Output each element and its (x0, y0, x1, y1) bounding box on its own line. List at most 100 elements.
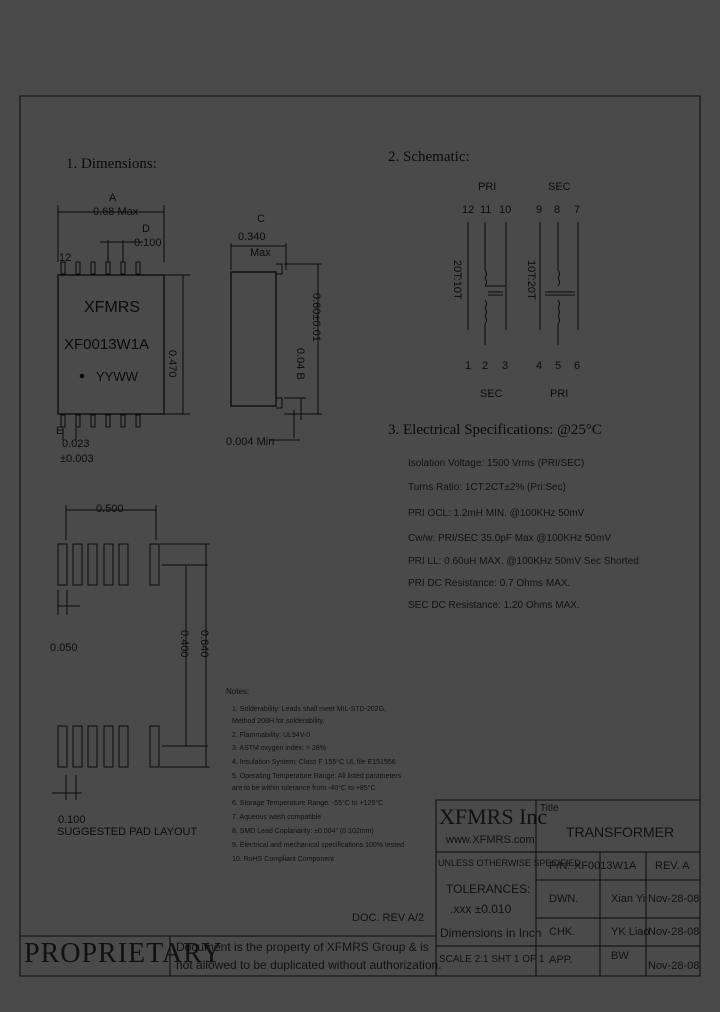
body-marking-3: YYWW (96, 369, 138, 384)
pin-12-label: 12 (59, 252, 72, 264)
chk-label: CHK. (549, 926, 576, 938)
dwn-date: Nov-28-08 (648, 893, 700, 905)
pri-top-label: PRI (478, 181, 497, 193)
pin1-dot (79, 373, 85, 379)
scale-sheet: SCALE 2:1 SHT 1 OF 1 (439, 954, 545, 965)
pin-top-11: 11 (480, 204, 492, 216)
dwn-label: DWN. (549, 893, 579, 905)
pin-top-12: 12 (462, 204, 475, 216)
drawing-frame (19, 95, 701, 977)
dim-e: 0.023 (62, 438, 90, 450)
spec-turns-ratio: Turns Ratio: 1CT:2CT±2% (Pri:Sec) (408, 482, 566, 493)
top-pins (60, 261, 141, 275)
notes-heading: Notes: (226, 687, 250, 696)
doc-rev: DOC. REV A/2 (352, 912, 425, 924)
company-website: www.XFMRS.com (446, 834, 535, 846)
pad-pitch: 0.100 (58, 814, 86, 826)
unless-specified: UNLESS OTHERWISE SPECIFIED (438, 858, 581, 868)
note-9: 9. Electrical and mechanical specificati… (232, 842, 404, 849)
pri-bottom-label: PRI (550, 388, 569, 400)
body-marking-1: XFMRS (84, 299, 140, 316)
spec-sec-dcr: SEC DC Resistance: 1.20 Ohms MAX. (408, 600, 580, 611)
pad-width: 0.500 (96, 503, 124, 515)
note-10: 10. RoHS Compliant Component (232, 856, 334, 863)
dimensions-units: Dimensions in Inch (440, 926, 542, 940)
note-1: 1. Solderability: Leads shall meet MIL-S… (232, 706, 387, 713)
company-name: XFMRS Inc (439, 804, 548, 829)
app-label: APP. (549, 954, 573, 966)
spec-ocl: PRI OCL: 1.2mH MIN. @100KHz 50mV (408, 508, 585, 519)
label-e: E (56, 425, 64, 437)
rev-value: REV. A (655, 860, 690, 872)
pin-top-7: 7 (574, 204, 581, 216)
label-a: A (109, 192, 117, 204)
electrical-heading: 3. Electrical Specifications: @25°C (388, 422, 602, 438)
ratio-right: 10T:20T (525, 260, 537, 300)
pad-h2: 0.640 (198, 630, 210, 658)
title-label: Title (540, 803, 559, 814)
pin-top-10: 10 (499, 204, 512, 216)
bottom-pins (60, 414, 141, 428)
dim-c: 0.340 (238, 231, 266, 243)
pad-layout (52, 505, 210, 800)
note-6: 6. Storage Temperature Range: -55°C to +… (232, 800, 384, 807)
pad-size: 0.050 (50, 642, 78, 654)
note-2: 2. Flammability: UL94V-0 (232, 732, 311, 739)
proprietary-label: PROPRIETARY (24, 938, 223, 969)
dim-e-tol: ±0.003 (60, 453, 94, 465)
dim-b-side: 0.470 (166, 350, 178, 378)
proprietary-text-2: not allowed to be duplicated without aut… (176, 958, 442, 972)
dim-b-vert: 0.04 B (294, 348, 306, 380)
pin-bottom-4: 4 (536, 360, 543, 372)
proprietary-text-1: Document is the property of XFMRS Group … (176, 940, 429, 954)
package-side-view (230, 243, 322, 441)
dwn-name: Xian Yi (611, 893, 646, 905)
pin-top-9: 9 (536, 204, 543, 216)
schematic-heading: 2. Schematic: (388, 149, 470, 165)
pin-top-8: 8 (554, 204, 561, 216)
note-3: 3. ASTM oxygen index: > 28% (232, 745, 326, 752)
dim-b-tol: 0.60±0.01 (310, 293, 322, 342)
pin-bottom-6: 6 (574, 360, 581, 372)
note-5b: are to be within tolerance from -40°C to… (232, 785, 376, 792)
pin-bottom-2: 2 (482, 360, 489, 372)
title-block-lines (20, 799, 701, 977)
note-1b: Method 208H for solderability. (232, 718, 325, 725)
sec-top-label: SEC (548, 181, 571, 193)
pin-bottom-1: 1 (465, 360, 472, 372)
schematic-lines (467, 222, 579, 345)
dim-min: 0.004 Min (226, 436, 275, 448)
tolerance-value: .xxx ±0.010 (450, 902, 512, 916)
pn-label: P/N: (549, 860, 571, 872)
dim-c-max: Max (250, 247, 271, 259)
sec-bottom-label: SEC (480, 388, 503, 400)
dim-a: 0.68 Max (93, 206, 139, 218)
pn-value: XF0013W1A (574, 860, 637, 872)
app-name: BW (611, 950, 629, 962)
chk-name: YK Liao (611, 926, 650, 938)
spec-pri-dcr: PRI DC Resistance: 0.7 Ohms MAX. (408, 578, 571, 589)
pad-h1: 0.400 (178, 630, 190, 658)
pad-caption: SUGGESTED PAD LAYOUT (57, 826, 198, 838)
note-5: 5. Operating Temperature Range: All list… (232, 773, 402, 780)
dimensions-heading: 1. Dimensions: (66, 156, 157, 172)
dim-d: 0.100 (134, 237, 162, 249)
note-7: 7. Aqueous wash compatible (232, 814, 322, 821)
pin-bottom-5: 5 (555, 360, 562, 372)
title-value: TRANSFORMER (566, 824, 675, 840)
body-marking-2: XF0013W1A (64, 336, 150, 353)
label-d: D (142, 223, 150, 235)
note-4: 4. Insulation System: Class F 155°C UL f… (232, 759, 396, 766)
pin-bottom-3: 3 (502, 360, 509, 372)
spec-isolation: Isolation Voltage: 1500 Vrms (PRI/SEC) (408, 458, 585, 469)
app-date: Nov-28-08 (648, 960, 700, 972)
label-c: C (257, 213, 265, 225)
spec-cww: Cw/w: PRI/SEC 35.0pF Max @100KHz 50mV (408, 533, 611, 544)
note-8: 8. SMD Lead Coplanarity: ±0.004" (0.102m… (232, 828, 374, 835)
package-top-view (57, 205, 190, 440)
spec-ll: PRI LL: 0.60uH MAX. @100KHz 50mV Sec Sho… (408, 556, 639, 567)
ratio-left: 20T:10T (451, 260, 463, 300)
chk-date: Nov-28-08 (648, 926, 700, 938)
tolerances-label: TOLERANCES: (446, 882, 531, 896)
